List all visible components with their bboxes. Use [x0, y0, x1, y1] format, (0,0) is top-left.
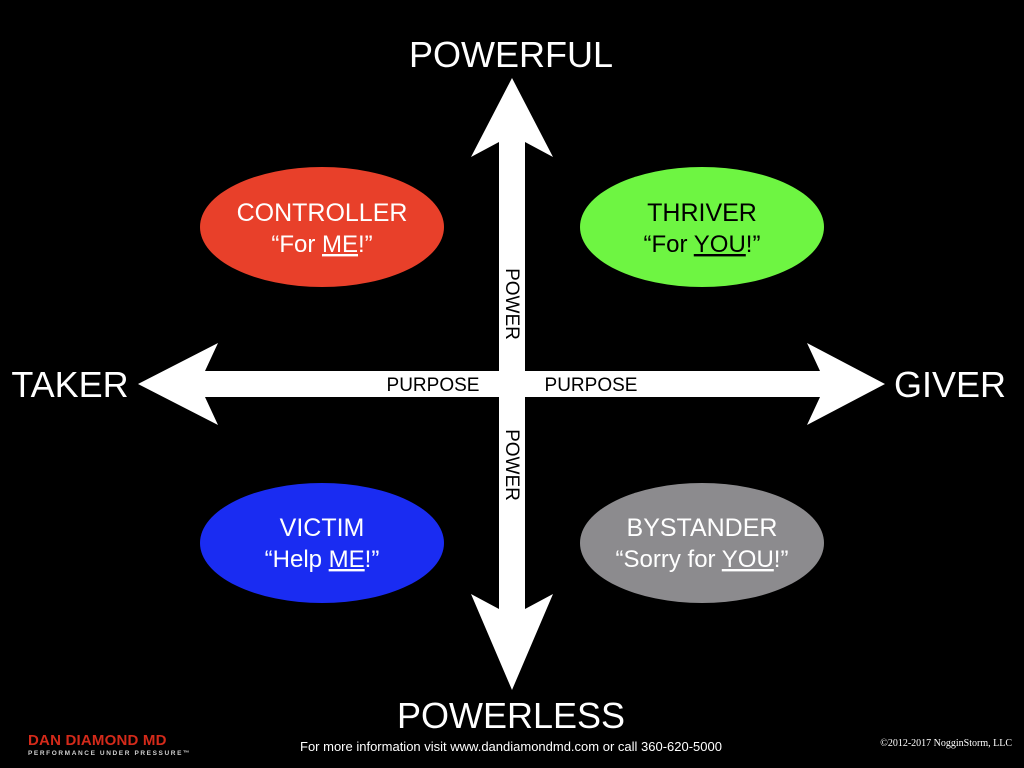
axis-label-right: GIVER	[894, 364, 1006, 405]
quadrant-victim: VICTIM “Help ME!”	[200, 483, 444, 603]
purpose-label-right: PURPOSE	[545, 375, 638, 396]
copyright: ©2012-2017 NogginStorm, LLC	[880, 738, 1012, 749]
quadrant-bystander: BYSTANDER “Sorry for YOU!”	[580, 483, 824, 603]
brand-tagline: PERFORMANCE UNDER PRESSURE™	[28, 750, 192, 757]
brand-name: DAN DIAMOND MD	[28, 732, 167, 749]
controller-ellipse	[200, 167, 444, 287]
bystander-quote: “Sorry for YOU!”	[616, 546, 789, 573]
quadrant-controller: CONTROLLER “For ME!”	[200, 167, 444, 287]
victim-title: VICTIM	[280, 514, 365, 542]
quadrant-thriver: THRIVER “For YOU!”	[580, 167, 824, 287]
power-label-lower: POWER	[501, 429, 522, 501]
brand-logo: DAN DIAMOND MD PERFORMANCE UNDER PRESSUR…	[28, 733, 228, 758]
thriver-ellipse	[580, 167, 824, 287]
victim-ellipse	[200, 483, 444, 603]
thriver-quote: “For YOU!”	[644, 231, 761, 258]
bystander-ellipse	[580, 483, 824, 603]
controller-title: CONTROLLER	[237, 199, 408, 227]
horizontal-arrow	[138, 343, 885, 425]
footer-info: For more information visit www.dandiamon…	[300, 739, 722, 754]
victim-quote: “Help ME!”	[265, 546, 380, 573]
axis-label-left: TAKER	[11, 364, 128, 405]
axis-label-bottom: POWERLESS	[397, 695, 625, 736]
power-label-upper: POWER	[501, 268, 522, 340]
controller-quote: “For ME!”	[271, 231, 372, 258]
bystander-title: BYSTANDER	[627, 514, 778, 542]
thriver-title: THRIVER	[647, 199, 757, 227]
axis-label-top: POWERFUL	[409, 34, 613, 75]
purpose-label-left: PURPOSE	[387, 375, 480, 396]
